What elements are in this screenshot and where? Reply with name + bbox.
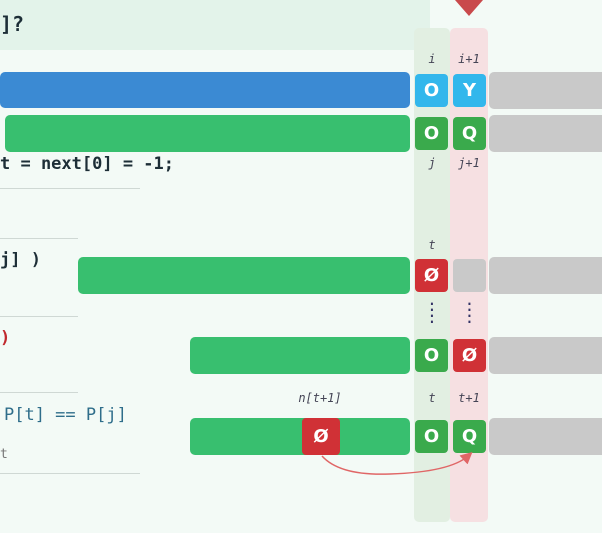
cell-shift-t: O — [415, 420, 448, 453]
label-i: i — [428, 52, 436, 66]
cell-text-i-plus-1: Y — [453, 74, 486, 107]
code-line-while-cond: j] ) — [0, 250, 41, 270]
code-divider — [0, 473, 140, 474]
match-remaining-bar — [489, 337, 602, 374]
match-prefix-bar — [190, 337, 410, 374]
label-i-plus-1: i+1 — [458, 52, 480, 66]
code-divider — [0, 188, 140, 189]
code-divider — [0, 238, 78, 239]
shift-remaining-bar — [489, 418, 602, 455]
text-prefix-bar — [0, 72, 410, 108]
cell-pattern-j-plus-1: Q — [453, 117, 486, 150]
pattern-remaining-bar — [489, 115, 602, 152]
code-divider — [0, 392, 78, 393]
cell-shift-next: Ø — [302, 418, 340, 455]
label-j: j — [428, 156, 436, 170]
label-t: t — [428, 238, 436, 252]
next-assignment-arrow — [321, 452, 473, 475]
next-prefix-bar — [78, 257, 410, 294]
code-line-tail: t — [0, 447, 8, 462]
label-next-t-plus-1: n[t+1] — [298, 391, 342, 405]
code-divider — [0, 316, 78, 317]
label-t-lower: t — [428, 391, 436, 405]
slide-title: ]? — [0, 0, 430, 50]
cell-match-t-plus-1: Ø — [453, 339, 486, 372]
text-remaining-bar — [489, 72, 602, 109]
cell-next-t-plus-1 — [453, 259, 486, 292]
code-line-init: t = next[0] = -1; — [0, 154, 174, 174]
cell-text-i: O — [415, 74, 448, 107]
pattern-prefix-bar — [5, 115, 410, 152]
cell-pattern-j: O — [415, 117, 448, 150]
down-arrow-marker — [455, 0, 483, 16]
cell-next-t: Ø — [415, 259, 448, 292]
cell-shift-t-plus-1: Q — [453, 420, 486, 453]
ellipsis-t-plus-1: :: — [464, 296, 475, 327]
ellipsis-t: :: — [427, 296, 437, 327]
label-t-plus-1: t+1 — [458, 391, 480, 405]
label-j-plus-1: j+1 — [458, 156, 480, 170]
shift-prefix-bar — [190, 418, 410, 455]
next-remaining-bar — [489, 257, 602, 294]
cell-match-t: O — [415, 339, 448, 372]
code-line-compare: P[t] == P[j] — [4, 405, 127, 425]
code-line-if-cond: ) — [0, 328, 11, 348]
